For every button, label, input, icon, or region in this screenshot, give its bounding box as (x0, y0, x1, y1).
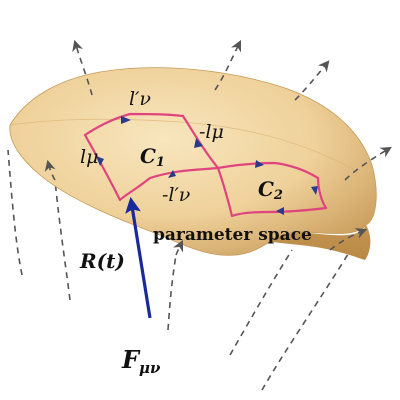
field-line-back-2 (54, 179, 71, 301)
label-parameter-space: parameter space (153, 225, 312, 245)
label-f-mu-nu: Fμν (121, 345, 161, 377)
field-line-front-3 (294, 60, 330, 101)
field-line-front-4 (344, 146, 392, 181)
field-line-front-2 (214, 39, 242, 91)
field-line-back-5 (261, 234, 361, 391)
field-line-front-7 (44, 159, 56, 181)
label-minus-l-nu-prime: -l′ν (162, 184, 191, 206)
label-minus-l-mu: -lμ (199, 121, 224, 143)
arrow-right-c2 (311, 186, 318, 195)
field-line-front-1 (72, 39, 93, 96)
labels: l′ν -lμ lμ -l′ν C1 C2 parameter space R(… (79, 88, 312, 377)
arrow-top-c2 (255, 160, 264, 168)
field-line-back-4 (229, 249, 293, 356)
field-line-front-6 (172, 239, 184, 256)
surface-ridge (9, 118, 356, 171)
field-line-back-1 (7, 149, 23, 276)
r-t-arrow (125, 196, 152, 319)
field-line-front-5 (329, 228, 368, 251)
loops (83, 112, 328, 218)
arrow-left-c1 (96, 156, 104, 166)
label-r-t: R(t) (79, 249, 125, 273)
arrow-mid (168, 170, 176, 178)
loop-c2 (216, 161, 328, 218)
field-lines-front (44, 39, 392, 256)
field-lines-back (7, 149, 361, 391)
label-c1: C1 (140, 144, 165, 170)
arrow-right-c1 (194, 138, 203, 148)
arrow-top-c1 (121, 116, 131, 124)
label-c2: C2 (258, 177, 283, 203)
loop-direction-arrows (96, 116, 318, 215)
arrow-bottom-c2 (276, 207, 284, 215)
field-line-back-3 (167, 254, 177, 331)
label-l-nu-prime: l′ν (129, 88, 151, 110)
label-l-mu: lμ (80, 146, 98, 168)
